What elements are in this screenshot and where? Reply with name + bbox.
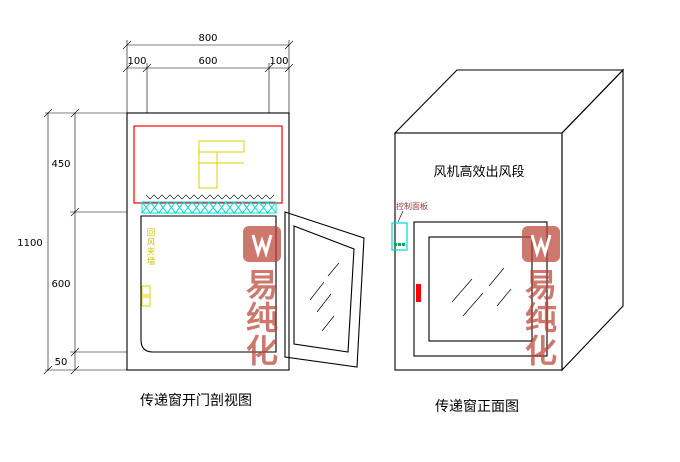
dim-600-height: 600 — [51, 279, 70, 290]
control-panel: 控制面板 — [391, 201, 428, 251]
dim-100-right: 100 — [269, 56, 288, 67]
door-glass-marks — [309, 262, 340, 332]
front-door-glass-frame — [428, 236, 533, 342]
hepa-filter — [141, 201, 277, 214]
return-air-label: 回风夹墙 — [145, 228, 155, 266]
right-view: 风机高效出风段 控制面板 传递窗正面图 — [391, 68, 625, 415]
left-view-title: 传递窗开门剖视图 — [140, 392, 252, 409]
dim-line-total-width: 800 — [122, 33, 294, 50]
dim-line-height-segments: 450 600 50 — [51, 108, 80, 375]
control-panel-leader — [397, 210, 404, 223]
fan-plenum-outline — [133, 125, 283, 204]
chamber-outline — [140, 215, 277, 353]
watermark-glyph-2: 纯 — [246, 299, 278, 337]
dim-100-left: 100 — [127, 56, 146, 67]
cabinet-outline — [126, 112, 290, 371]
box-side-face — [561, 68, 624, 372]
front-door-frame — [413, 221, 548, 357]
watermark-glyph-2: 纯 — [525, 299, 557, 337]
fan-motor-symbol — [198, 140, 245, 189]
dim-800: 800 — [198, 33, 217, 44]
watermark-glyph-1: 易 — [525, 266, 557, 304]
box-top-face — [393, 69, 625, 134]
dim-1100: 1100 — [17, 238, 42, 249]
front-door — [413, 221, 548, 357]
watermark-glyph-3: 化 — [246, 332, 278, 370]
watermark-glyph-1: 易 — [246, 266, 278, 304]
door-glass-frame — [293, 225, 355, 353]
watermark-logo-icon — [251, 234, 273, 259]
control-panel-indicators — [394, 243, 405, 246]
dim-600-center: 600 — [198, 56, 217, 67]
dim-450: 450 — [51, 159, 70, 170]
dim-50: 50 — [55, 357, 68, 368]
front-door-glass-marks — [451, 267, 512, 317]
fan-section-label: 风机高效出风段 — [433, 164, 524, 180]
control-panel-box — [391, 222, 408, 251]
watermark-stamp-right: 易 纯 化 — [522, 226, 560, 370]
watermark-glyph-3: 化 — [525, 332, 557, 370]
watermark-stamp-left: 易 纯 化 — [243, 226, 281, 370]
open-door — [284, 211, 365, 368]
dim-line-width-segments: 100 600 100 — [122, 56, 294, 73]
dim-line-total-height: 1100 — [17, 108, 53, 375]
right-view-title: 传递窗正面图 — [435, 398, 519, 415]
dimension-extension-lines — [45, 40, 290, 371]
control-panel-label: 控制面板 — [396, 201, 428, 211]
watermark-logo-icon — [530, 234, 552, 259]
airflow-arrows — [145, 194, 275, 200]
left-view: 800 100 600 100 1100 450 600 50 — [17, 33, 365, 409]
door-outer-frame — [284, 211, 365, 368]
hinge-marks — [141, 285, 151, 307]
door-handle — [416, 284, 421, 302]
